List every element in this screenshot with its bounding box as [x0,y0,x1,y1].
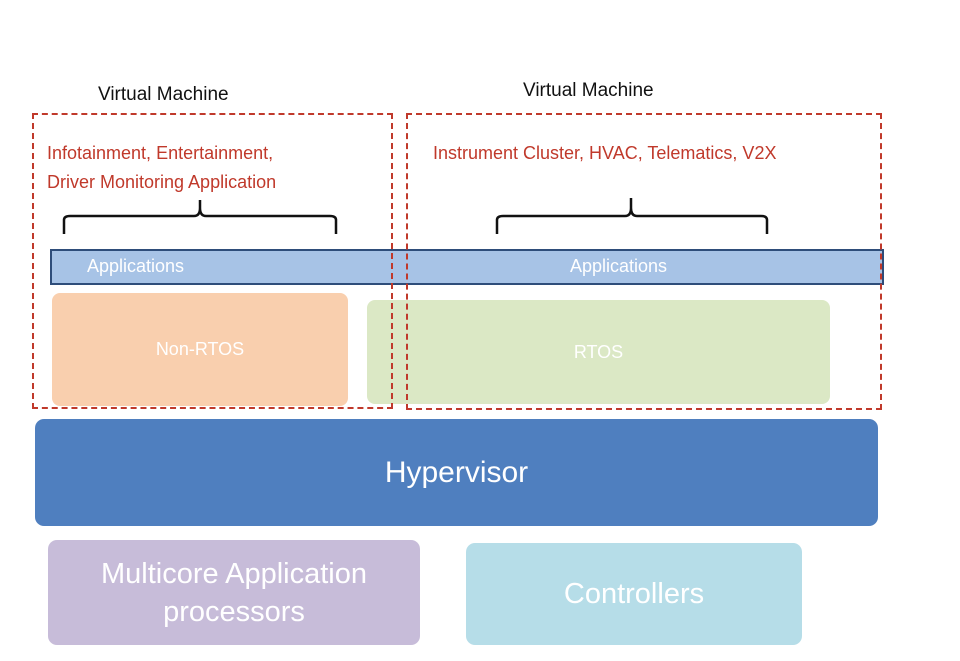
multicore-processors-line1: Multicore Application [101,557,367,590]
non-rtos-box: Non-RTOS [52,293,348,406]
left-vm-apps-line1: Infotainment, Entertainment, [47,143,274,163]
left-vm-apps-text: Infotainment, Entertainment, Driver Moni… [47,139,276,197]
hypervisor-box: Hypervisor [35,419,878,526]
left-applications-label: Applications [87,256,185,276]
left-curly-brace [62,200,338,234]
applications-bar [50,249,884,285]
right-applications-label: Applications [570,256,668,276]
left-vm-title: Virtual Machine [98,84,229,105]
right-vm-title: Virtual Machine [523,80,654,101]
rtos-box: RTOS [367,300,830,404]
right-vm-frame [406,113,882,410]
multicore-processors-box: Multicore Application processors [48,540,420,645]
controllers-label: Controllers [563,577,705,610]
right-curly-brace [495,198,769,234]
controllers-box: Controllers [466,543,802,645]
multicore-processors-line2: processors [163,595,305,628]
right-vm-apps-text: Instrument Cluster, HVAC, Telematics, V2… [433,143,777,163]
left-vm-apps-line2: Driver Monitoring Application [47,172,277,192]
non-rtos-label: Non-RTOS [155,339,245,359]
left-vm-frame [32,113,393,409]
hypervisor-label: Hypervisor [384,455,529,489]
rtos-label: RTOS [573,341,624,362]
